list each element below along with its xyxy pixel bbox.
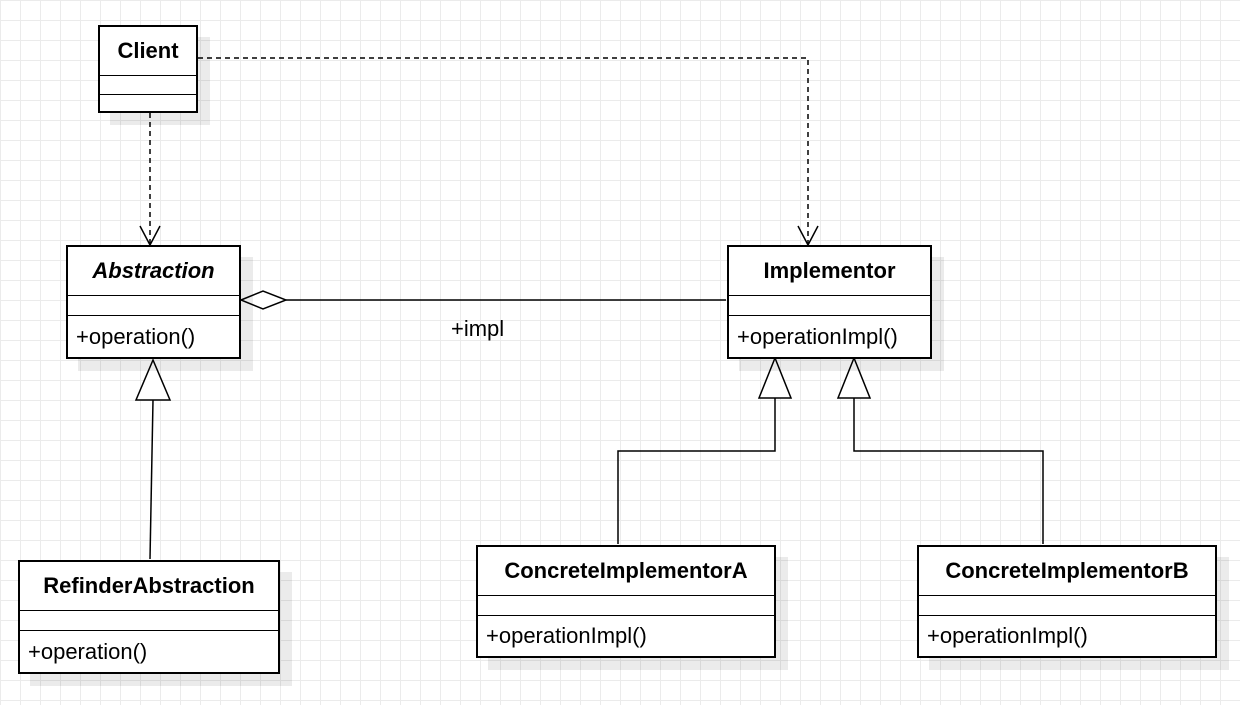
class-implementor[interactable]: Implementor +operationImpl(): [727, 245, 932, 359]
aggregation-diamond: [239, 290, 289, 310]
class-operations: +operation(): [76, 323, 196, 349]
class-attributes: [919, 596, 1215, 616]
class-name: Implementor: [729, 247, 930, 296]
class-concrete-implementor-b[interactable]: ConcreteImplementorB +operationImpl(): [917, 545, 1217, 658]
impl-role-label: +impl: [451, 316, 505, 341]
class-refined-abstraction[interactable]: RefinderAbstraction +operation(): [18, 560, 280, 674]
generalization-triangle-abstraction: [134, 358, 172, 401]
generalization-line-concrete-b: [853, 398, 1044, 544]
generalization-line-refined: [149, 399, 154, 560]
class-attributes: [20, 611, 278, 631]
class-attributes: [100, 76, 196, 95]
class-name: RefinderAbstraction: [20, 562, 278, 611]
class-name: Client: [100, 27, 196, 76]
generalization-triangle-implementor-a: [757, 355, 793, 399]
class-client[interactable]: Client: [98, 25, 198, 113]
class-attributes: [68, 296, 239, 316]
class-operations: +operationImpl(): [737, 323, 898, 349]
class-operations: +operationImpl(): [927, 623, 1088, 648]
class-name: Abstraction: [68, 247, 239, 296]
class-operations: +operationImpl(): [486, 623, 647, 648]
class-attributes: [478, 596, 774, 616]
dependency-client-implementor: [198, 57, 809, 244]
generalization-triangle-implementor-b: [836, 355, 872, 399]
class-abstraction[interactable]: Abstraction +operation(): [66, 245, 241, 359]
class-name: ConcreteImplementorA: [478, 547, 774, 596]
class-concrete-implementor-a[interactable]: ConcreteImplementorA +operationImpl(): [476, 545, 776, 658]
class-name: ConcreteImplementorB: [919, 547, 1215, 596]
class-operations: [100, 95, 196, 111]
class-attributes: [729, 296, 930, 316]
generalization-line-concrete-a: [617, 398, 776, 544]
class-operations: +operation(): [28, 638, 148, 664]
